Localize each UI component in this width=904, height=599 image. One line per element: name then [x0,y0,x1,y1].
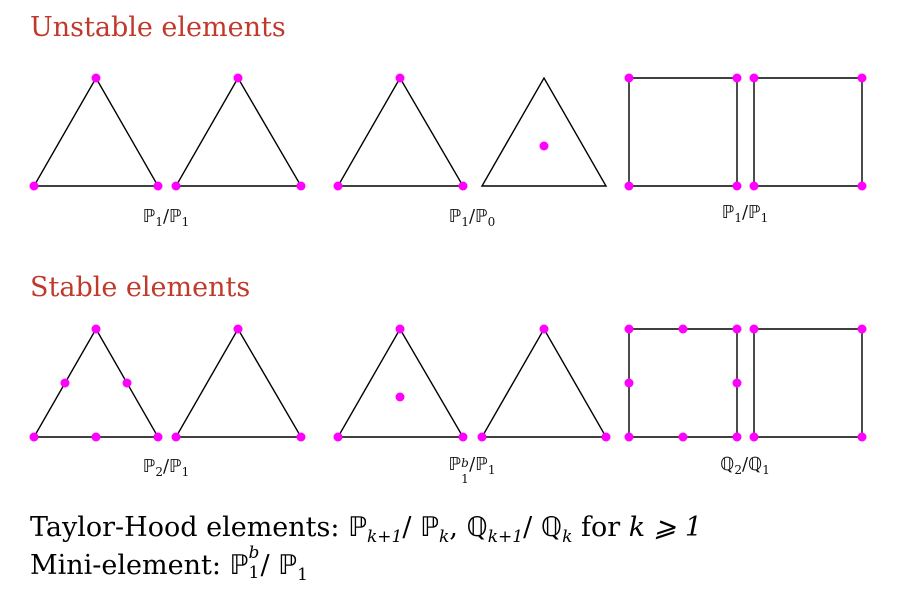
unstable-p1p1-triangle-b-node-2 [233,73,243,83]
stable-p1bp1-triangle-a-node-1 [458,432,468,442]
stable-q2q1-square-a-node-3 [624,378,634,388]
stable-p2p1-triangle-a [32,327,160,438]
stable-p2p1-triangle-a-node-2 [91,324,101,334]
stable-p2p1-triangle-b [174,327,303,438]
heading-stable: Stable elements [30,272,251,303]
stable-p2p1-triangle-b-node-0 [171,432,181,442]
stable-q2q1-square-a-node-2 [732,324,742,334]
stable-p1bp1-triangle-a-node-0 [333,432,343,442]
stable-q2q1-square-a-node-7 [732,432,742,442]
unstable-p1p0-triangle-a-node-0 [333,181,343,191]
stable-p2p1-triangle-a-node-0 [29,432,39,442]
stable-p2p1-triangle-a-node-5 [122,378,132,388]
unstable-p1p1-triangle-a-node-1 [153,181,163,191]
unstable-p1p1-square-a [628,77,738,187]
stable-q2q1-square-b-node-3 [857,432,867,442]
stable-p1bp1-triangle-b-node-2 [539,324,549,334]
unstable-p1p0-triangle-b [480,76,608,187]
label-unstable-p1p0: ℙ1/ℙ0 [448,206,496,229]
unstable-p1p0-triangle-a-node-1 [458,181,468,191]
stable-q2q1-square-a-node-1 [678,324,688,334]
unstable-p1p1-square-a-node-2 [624,181,634,191]
stable-p1bp1-triangle-a-node-2 [395,324,405,334]
unstable-p1p1-triangle-a-node-0 [29,181,39,191]
stable-p1bp1-triangle-a [336,327,465,438]
heading-unstable: Unstable elements [30,12,286,43]
stable-p2p1-triangle-a-node-4 [60,378,70,388]
stable-q2q1-square-a-node-5 [624,432,634,442]
stable-p1bp1-triangle-a-node-3 [395,392,405,402]
unstable-p1p0-triangle-a-node-2 [395,73,405,83]
unstable-p1p1-triangle-b-node-0 [171,181,181,191]
unstable-p1p1-triangle-b-node-1 [296,181,306,191]
stable-p1bp1-triangle-b-node-1 [601,432,611,442]
unstable-p1p1-square-b-node-0 [749,73,759,83]
unstable-p1p1-square-b-node-1 [857,73,867,83]
stable-q2q1-square-b-node-1 [857,324,867,334]
stable-q2q1-square-b [753,328,863,438]
stable-q2q1-square-a [628,328,738,438]
unstable-p1p1-square-b-node-2 [749,181,759,191]
unstable-p1p1-square-a-node-0 [624,73,634,83]
label-stable-p2p1: ℙ2/ℙ1 [142,456,190,479]
label-stable-q2q1: ℚ2/ℚ1 [720,454,770,477]
stable-q2q1-square-b-node-2 [749,432,759,442]
stable-q2q1-square-a-node-0 [624,324,634,334]
unstable-p1p0-triangle-b-node-0 [539,141,549,151]
label-unstable-p1p1-triangles: ℙ1/ℙ1 [142,206,190,229]
stable-p2p1-triangle-a-node-3 [91,432,101,442]
unstable-p1p1-triangle-a [32,76,160,187]
unstable-p1p1-square-a-node-3 [732,181,742,191]
stable-p1bp1-triangle-b [480,327,608,438]
stable-q2q1-square-a-node-6 [678,432,688,442]
stable-p2p1-triangle-b-node-2 [233,324,243,334]
stable-q2q1-square-b-node-0 [749,324,759,334]
stable-p2p1-triangle-a-node-1 [153,432,163,442]
label-unstable-p1p1-squares: ℙ1/ℙ1 [721,202,769,225]
stable-p1bp1-triangle-b-node-0 [477,432,487,442]
stable-q2q1-square-a-node-4 [732,378,742,388]
footer-taylor-hood: Taylor-Hood elements: ℙk+1/ ℙk, ℚk+1/ ℚk… [30,512,703,547]
unstable-p1p1-square-a-node-1 [732,73,742,83]
stable-p2p1-triangle-b-node-1 [296,432,306,442]
unstable-p1p0-triangle-a [336,76,465,187]
unstable-p1p1-triangle-b [174,76,303,187]
unstable-p1p1-triangle-a-node-2 [91,73,101,83]
unstable-p1p1-square-b [753,77,863,187]
unstable-p1p1-square-b-node-3 [857,181,867,191]
